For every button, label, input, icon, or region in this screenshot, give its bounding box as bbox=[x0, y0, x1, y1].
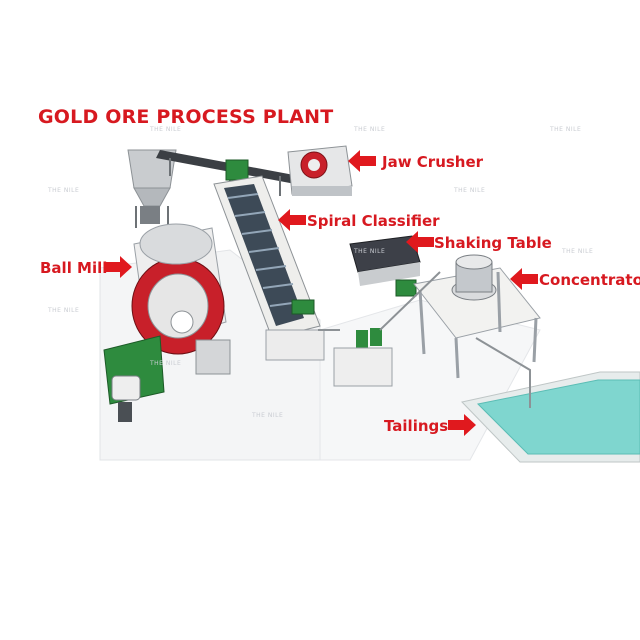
shaking-table-machine bbox=[349, 235, 421, 297]
ball-mill-machine bbox=[131, 223, 231, 375]
label-concentrator: Concentrator bbox=[539, 271, 640, 289]
ball-mill-motor bbox=[103, 335, 165, 422]
watermark-text: THE NILE bbox=[354, 248, 386, 255]
red-arrow-icon bbox=[448, 414, 476, 436]
diagram-title: GOLD ORE PROCESS PLANT bbox=[38, 106, 334, 128]
label-spiral-classifier: Spiral Classifier bbox=[307, 212, 440, 230]
watermark-text: THE NILE bbox=[48, 187, 80, 194]
watermark-text: THE NILE bbox=[48, 307, 80, 314]
red-arrow-icon bbox=[104, 256, 132, 278]
slurry-pumps bbox=[333, 328, 393, 387]
jaw-crusher-machine bbox=[225, 145, 353, 196]
concentrator-machine bbox=[413, 254, 541, 379]
label-tailings: Tailings bbox=[384, 417, 449, 435]
red-arrow-icon bbox=[278, 209, 306, 231]
label-shaking-table: Shaking Table bbox=[434, 234, 552, 252]
watermark-text: THE NILE bbox=[454, 187, 486, 194]
watermark-text: THE NILE bbox=[252, 412, 284, 419]
red-arrow-icon bbox=[510, 268, 538, 290]
red-arrow-icon bbox=[348, 150, 376, 172]
pipework bbox=[318, 271, 531, 408]
label-ball-mill: Ball Mill bbox=[40, 259, 108, 277]
red-arrow-icon bbox=[406, 231, 434, 253]
watermark-text: THE NILE bbox=[150, 360, 182, 367]
watermark-text: THE NILE bbox=[354, 126, 386, 133]
watermark-text: THE NILE bbox=[150, 126, 182, 133]
watermark-text: THE NILE bbox=[562, 248, 594, 255]
ore-hopper bbox=[127, 149, 177, 228]
tailings-pond bbox=[461, 371, 640, 463]
spiral-classifier-machine bbox=[213, 175, 325, 361]
watermark-text: THE NILE bbox=[550, 126, 582, 133]
label-jaw-crusher: Jaw Crusher bbox=[382, 153, 484, 171]
